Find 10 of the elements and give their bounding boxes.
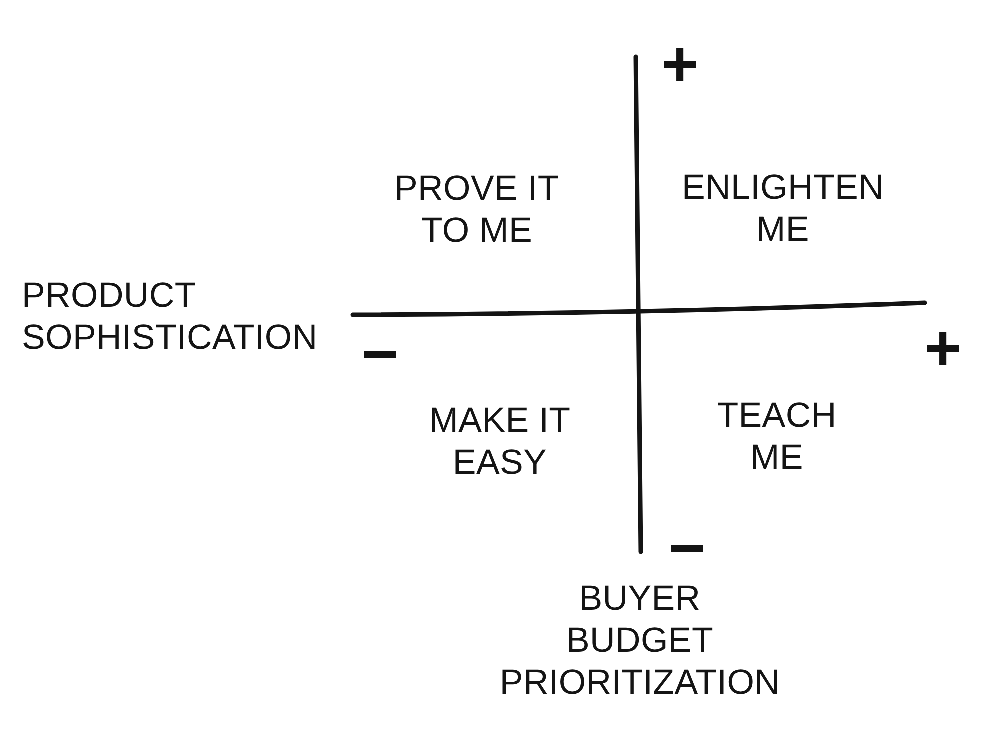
quadrant-label: ENLIGHTEN ME [680, 167, 886, 251]
plus-sign: + [661, 44, 699, 84]
plus-sign: + [924, 328, 962, 368]
minus-sign: − [668, 528, 706, 568]
axis-title: PRODUCT SOPHISTICATION [22, 275, 318, 359]
quadrant-label: MAKE IT EASY [428, 400, 572, 484]
axis-title: BUYER BUDGET PRIORITIZATION [500, 578, 780, 704]
quadrant-label: PROVE IT TO ME [394, 168, 560, 252]
quadrant-label: TEACH ME [716, 395, 838, 479]
minus-sign: − [361, 334, 399, 374]
